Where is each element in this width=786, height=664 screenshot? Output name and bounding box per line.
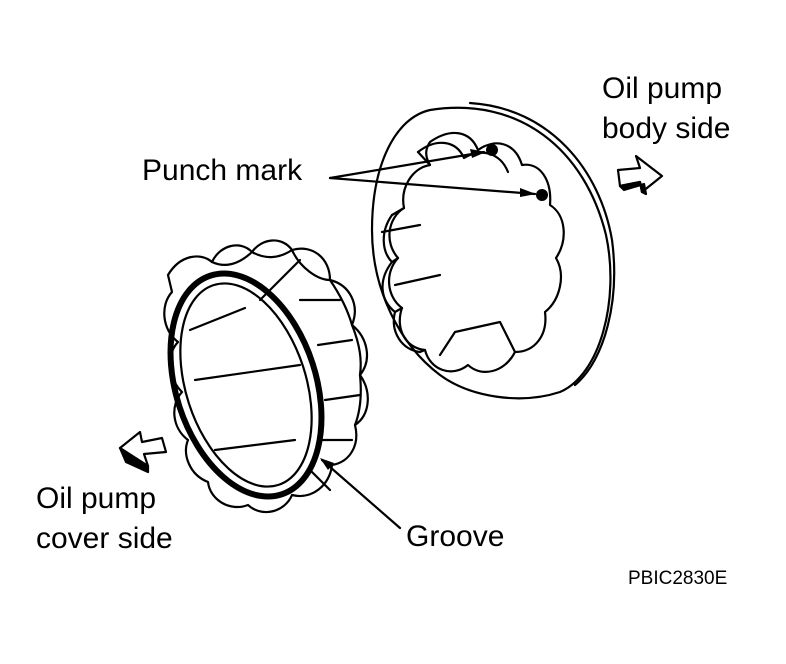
punch-mark-leader-2 [328,176,537,196]
cover-side-arrow [118,430,168,474]
label-cover-side-line1: Oil pump [36,482,157,515]
outer-rotor [370,101,616,400]
inner-rotor [163,239,369,514]
punch-mark-dot-2 [536,189,548,201]
punch-mark-arrowhead-1 [470,149,486,158]
body-side-arrow [616,154,664,196]
punch-mark-leader-1 [328,150,486,180]
label-groove: Groove [406,520,505,553]
label-cover-side-line2: cover side [36,522,173,555]
label-body-side-line1: Oil pump [602,72,723,105]
label-body-side-line2: body side [602,112,731,145]
groove-ring [167,270,325,500]
punch-mark-dot-1 [486,144,498,156]
label-punch-mark: Punch mark [142,154,303,187]
figure-code: PBIC2830E [628,568,728,589]
groove-leader [320,458,402,530]
groove-arrowhead [320,458,334,470]
punch-mark-arrowhead-2 [520,188,536,197]
